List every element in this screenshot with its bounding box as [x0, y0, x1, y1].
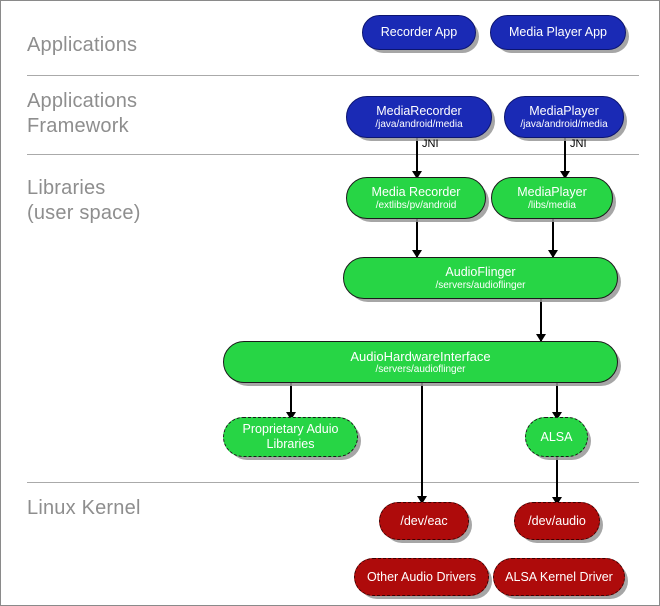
- node-mediarecorder-framework-path: /java/android/media: [375, 118, 463, 130]
- arrowhead-alsa-to-dev-audio: [552, 497, 562, 505]
- connector-hwinterface-to-proprietary: [290, 375, 292, 419]
- node-media-player-app-title: Media Player App: [509, 25, 607, 39]
- connector-hwinterface-to-dev-eac: [421, 375, 423, 503]
- node-dev-audio-title: /dev/audio: [528, 513, 586, 528]
- node-mediaplayer-lib-path: /libs/media: [528, 199, 576, 211]
- band-label-libraries: Libraries (user space): [27, 177, 141, 224]
- node-audioflinger[interactable]: AudioFlinger /servers/audioflinger: [343, 257, 618, 299]
- node-mediaplayer-framework-path: /java/android/media: [520, 118, 608, 130]
- node-mediaplayer-lib-title: MediaPlayer: [517, 184, 587, 199]
- node-mediarecorder-framework[interactable]: MediaRecorder /java/android/media: [346, 96, 492, 138]
- node-media-recorder-lib[interactable]: Media Recorder /extlibs/pv/android: [346, 177, 486, 219]
- band-label-applications: Applications: [27, 34, 138, 56]
- arrowhead-mediaplayerlib-to-audioflinger: [548, 250, 558, 258]
- connector-mediarecorderlib-to-audioflinger: [416, 219, 418, 257]
- connector-mediaplayer-to-lib: [564, 138, 566, 178]
- node-mediaplayer-lib[interactable]: MediaPlayer /libs/media: [491, 177, 613, 219]
- node-media-recorder-lib-title: Media Recorder: [371, 184, 461, 199]
- node-mediaplayer-framework-title: MediaPlayer: [529, 103, 599, 118]
- node-proprietary-audio-libraries-title: Proprietary Aduio: [242, 422, 339, 436]
- connector-hwinterface-to-alsa: [556, 375, 558, 419]
- arrowhead-mediarecorderlib-to-audioflinger: [412, 250, 422, 258]
- divider-kernel: [27, 482, 639, 483]
- edge-label-jni-player: JNI: [570, 138, 587, 150]
- arrowhead-mediarecorder-to-lib: [412, 171, 422, 179]
- divider-framework: [27, 154, 639, 155]
- connector-alsa-to-dev-audio: [556, 456, 558, 504]
- arrowhead-audioflinger-to-hwinterface: [536, 334, 546, 342]
- node-mediarecorder-framework-title: MediaRecorder: [376, 103, 462, 118]
- node-audioflinger-path: /servers/audioflinger: [435, 279, 526, 291]
- connector-mediaplayerlib-to-audioflinger: [552, 219, 554, 257]
- node-proprietary-audio-libraries[interactable]: Proprietary Aduio Libraries: [223, 417, 358, 457]
- node-audiohardwareinterface-title: AudioHardwareInterface: [350, 348, 491, 364]
- node-alsa[interactable]: ALSA: [525, 417, 588, 457]
- band-label-applications-framework: Applications Framework: [27, 90, 138, 137]
- connector-audioflinger-to-hwinterface: [540, 299, 542, 341]
- arrowhead-hwinterface-to-alsa: [552, 412, 562, 420]
- arrowhead-hwinterface-to-dev-eac: [417, 496, 427, 504]
- arrowhead-mediaplayer-to-lib: [560, 171, 570, 179]
- node-media-player-app[interactable]: Media Player App: [490, 15, 626, 50]
- connector-mediarecorder-to-lib: [416, 138, 418, 178]
- divider-applications: [27, 75, 639, 76]
- node-mediaplayer-framework[interactable]: MediaPlayer /java/android/media: [504, 96, 624, 138]
- node-media-recorder-lib-path: /extlibs/pv/android: [375, 199, 457, 211]
- node-audiohardwareinterface-path: /servers/audioflinger: [375, 363, 466, 375]
- node-dev-eac-title: /dev/eac: [400, 513, 448, 528]
- node-recorder-app[interactable]: Recorder App: [362, 15, 476, 50]
- node-other-audio-drivers[interactable]: Other Audio Drivers: [354, 558, 489, 596]
- node-proprietary-audio-libraries-subtitle: Libraries: [266, 437, 315, 451]
- node-audiohardwareinterface[interactable]: AudioHardwareInterface /servers/audiofli…: [223, 341, 618, 383]
- arrowhead-hwinterface-to-proprietary: [286, 412, 296, 420]
- node-dev-audio[interactable]: /dev/audio: [514, 502, 600, 540]
- node-alsa-title: ALSA: [540, 429, 573, 444]
- node-audioflinger-title: AudioFlinger: [445, 264, 516, 279]
- node-alsa-kernel-driver[interactable]: ALSA Kernel Driver: [493, 558, 625, 596]
- node-alsa-kernel-driver-title: ALSA Kernel Driver: [505, 569, 613, 584]
- edge-label-jni-recorder: JNI: [422, 138, 439, 150]
- node-recorder-app-title: Recorder App: [380, 25, 458, 39]
- node-other-audio-drivers-title: Other Audio Drivers: [366, 569, 477, 584]
- node-dev-eac[interactable]: /dev/eac: [379, 502, 469, 540]
- band-label-linux-kernel: Linux Kernel: [27, 497, 141, 519]
